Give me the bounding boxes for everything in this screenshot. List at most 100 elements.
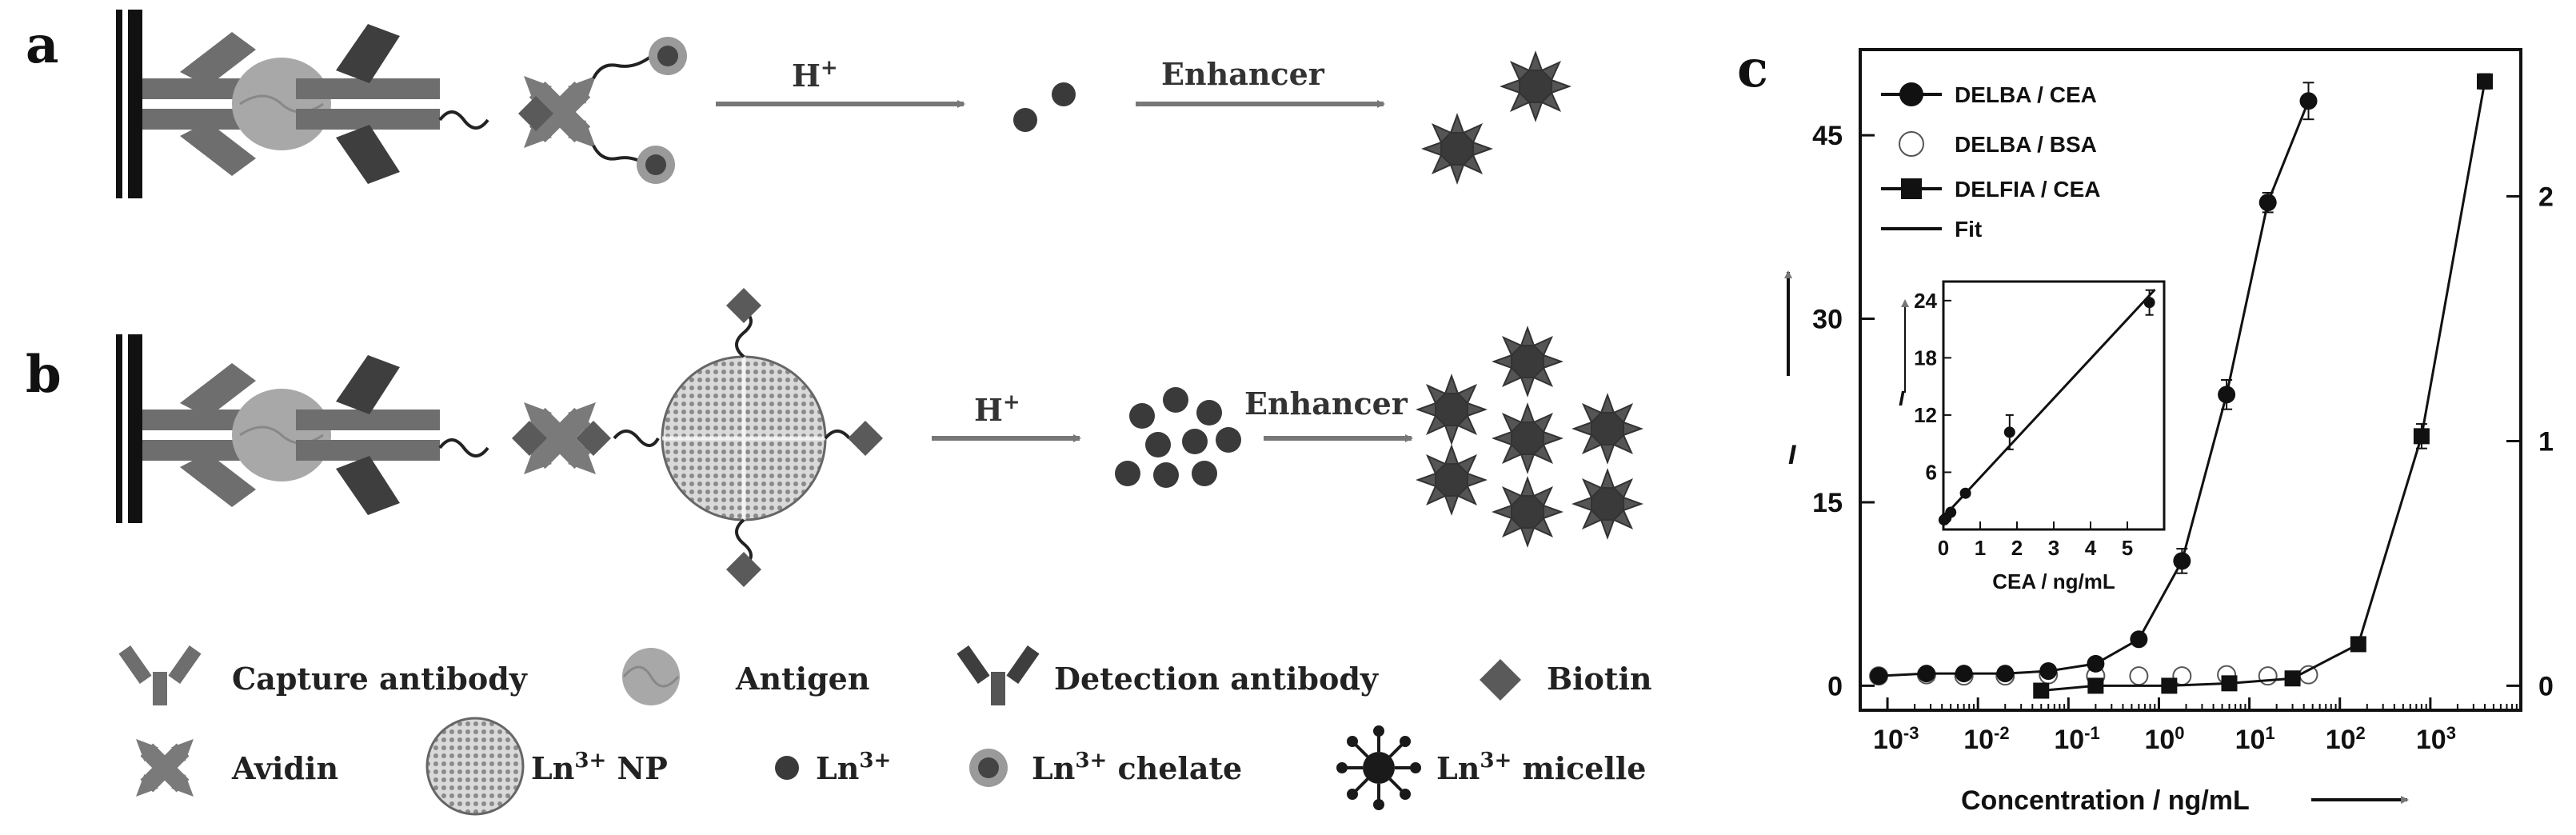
enhancer-label-a: Enhancer	[1161, 56, 1325, 92]
legend-ln-micelle-label: Ln3+ micelle	[1436, 749, 1647, 786]
enhancer-arrow-a: Enhancer	[1136, 56, 1385, 108]
point-delfia-cea	[2284, 670, 2301, 687]
inset-point	[1945, 506, 1957, 518]
point-delba-cea	[2299, 92, 2318, 110]
ln-nanoparticle-b	[661, 355, 827, 521]
enhancer-label-b: Enhancer	[1244, 386, 1408, 421]
biotin-icon	[1480, 659, 1521, 701]
antigen-icon	[622, 648, 680, 705]
enhancer-arrow-b: Enhancer	[1244, 386, 1413, 442]
inset-y-tick-label: 24	[1914, 289, 1937, 313]
micelles-a	[1423, 52, 1570, 183]
sandwich-complex-a	[142, 24, 489, 184]
point-delba-bsa	[2258, 666, 2278, 686]
inset-x-tick-label: 5	[2122, 536, 2133, 560]
inset-point	[2003, 426, 2015, 438]
inset-x-tick-label: 1	[1975, 536, 1986, 560]
point-delba-cea	[2087, 654, 2105, 673]
y-right-tick-label: 0	[2538, 671, 2554, 701]
x-tick-label: 10-2	[1963, 723, 2009, 756]
point-delba-cea	[1996, 665, 2015, 683]
biotin-b-right	[576, 421, 611, 456]
detection-antibody-icon	[957, 645, 1040, 705]
legend-ln-chelate-label: Ln3+ chelate	[1032, 749, 1242, 786]
inset-x-tick-label: 0	[1938, 536, 1949, 560]
point-delfia-cea	[2476, 73, 2493, 90]
y-left-tick-label: 15	[1812, 488, 1843, 518]
acid-arrow-a: H+	[716, 56, 965, 108]
capture-antibody-icon	[118, 645, 202, 705]
legend-ln-np: Ln3+ NP	[425, 717, 668, 816]
legend-marker	[1899, 131, 1924, 157]
point-delba-cea	[1917, 665, 1935, 683]
biotin-bottom-b	[726, 518, 761, 587]
legend-avidin: Avidin	[136, 739, 338, 797]
acid-arrow-b: H+	[932, 390, 1081, 442]
inset-frame	[1942, 280, 2166, 531]
legend-detection-antibody-label: Detection antibody	[1054, 661, 1379, 697]
point-delfia-cea	[2413, 428, 2430, 445]
ln-np-icon	[425, 717, 525, 816]
point-delfia-cea	[2221, 675, 2238, 692]
surface-a	[116, 10, 142, 198]
legend-marker	[1901, 178, 1922, 199]
x-tick-label: 10-3	[1873, 723, 1919, 756]
legend-ln-np-label: Ln3+ NP	[531, 749, 668, 786]
point-delba-bsa	[2129, 666, 2149, 686]
inset-y-tick-label: 6	[1926, 460, 1937, 484]
legend-antigen: Antigen	[622, 648, 869, 705]
chelate-top-a	[592, 37, 687, 79]
inset-y-label: I	[1899, 386, 1905, 410]
point-delba-cea	[2258, 194, 2277, 212]
panel-a: a	[26, 10, 1570, 198]
panel-b: b	[26, 288, 1642, 587]
legend-marker	[1899, 82, 1923, 106]
surface-b	[116, 334, 142, 523]
inset-x-tick-label: 3	[2048, 536, 2059, 560]
plot-frame	[1859, 48, 2522, 712]
inset-x-label: CEA / ng/mL	[1992, 569, 2115, 593]
x-axis-label: Concentration / ng/mL	[1961, 785, 2250, 816]
avidin-icon	[136, 739, 194, 797]
point-delba-cea	[2218, 386, 2236, 404]
point-delba-cea	[1955, 665, 1973, 683]
released-ions-a	[1013, 82, 1076, 132]
biotin-top-b	[726, 288, 761, 358]
inset-y-tick-label: 12	[1914, 403, 1937, 427]
released-ions-b	[1115, 387, 1241, 488]
legend-detection-antibody: Detection antibody	[957, 645, 1379, 705]
biotin-a	[518, 96, 553, 131]
point-delfia-cea	[2033, 682, 2050, 699]
acid-label-a: H+	[792, 56, 838, 94]
panel-a-label: a	[26, 15, 58, 75]
inset-point	[2143, 297, 2155, 309]
y-left-tick-label: 0	[1827, 671, 1843, 701]
legend-avidin-label: Avidin	[231, 750, 338, 786]
x-tick-label: 101	[2235, 723, 2275, 756]
point-delba-cea	[2130, 630, 2148, 649]
x-tick-label: 100	[2144, 723, 2184, 756]
chelate-bottom-a	[592, 145, 675, 184]
x-tick-label: 102	[2326, 723, 2366, 756]
sandwich-complex-b	[142, 355, 489, 515]
x-tick-label: 10-1	[2054, 723, 2099, 756]
point-delba-cea	[1870, 667, 1888, 685]
legend-capture-antibody-label: Capture antibody	[232, 661, 528, 697]
ln-ion-icon	[775, 756, 799, 780]
acid-label-b: H+	[974, 390, 1020, 428]
inset-x-tick-label: 2	[2011, 536, 2023, 560]
y-left-tick-label: 45	[1812, 121, 1843, 151]
micelles-b	[1417, 327, 1642, 546]
panel-c-label: c	[1737, 39, 1768, 99]
y-right-tick-label: 2	[2538, 182, 2554, 213]
point-delba-cea	[2173, 552, 2191, 570]
point-delfia-cea	[2161, 677, 2178, 694]
y-right-tick-label: 1	[2538, 426, 2554, 457]
legend-label: DELBA / BSA	[1955, 132, 2097, 157]
inset-fit-line	[1942, 288, 2156, 518]
legend-biotin: Biotin	[1480, 659, 1652, 701]
point-delfia-cea	[2350, 636, 2366, 653]
series-line	[2041, 81, 2486, 693]
